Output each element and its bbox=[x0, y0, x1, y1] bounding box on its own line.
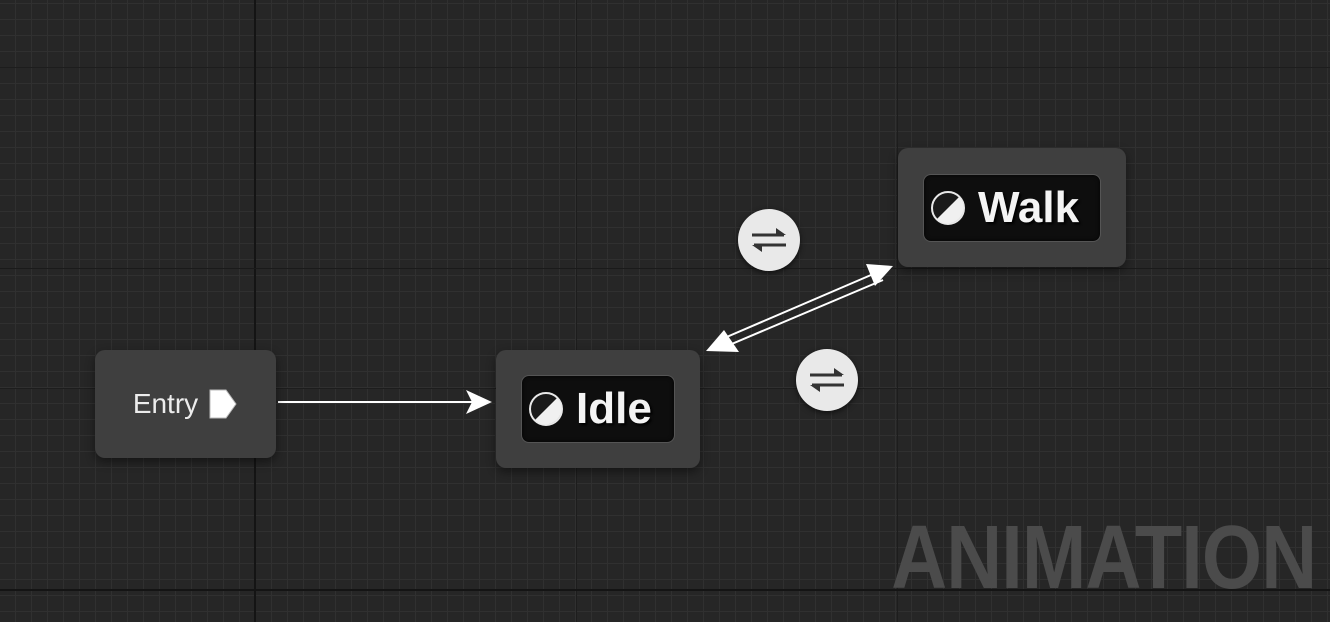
entry-node[interactable]: Entry bbox=[95, 350, 276, 458]
state-half-circle-icon bbox=[931, 190, 965, 225]
entry-node-label: Entry bbox=[132, 388, 199, 419]
graph-type-watermark: ANIMATION bbox=[890, 508, 1317, 608]
walk-to-idle-arrowhead bbox=[706, 330, 739, 352]
entry-to-idle-arrowhead bbox=[466, 390, 492, 414]
state-node-idle[interactable]: Idle bbox=[496, 350, 700, 468]
state-half-circle-icon bbox=[529, 392, 563, 426]
transition-rule-idle-to-walk[interactable] bbox=[738, 209, 800, 271]
grid-line bbox=[0, 67, 1330, 68]
state-label: Idle bbox=[576, 384, 652, 433]
grid-axis-vertical bbox=[254, 0, 256, 622]
state-title-bar[interactable]: Walk bbox=[923, 173, 1101, 242]
idle-to-walk-wire[interactable] bbox=[721, 271, 879, 340]
walk-to-idle-wire[interactable] bbox=[726, 279, 884, 347]
state-title-bar[interactable]: Idle bbox=[521, 375, 675, 443]
state-node-walk[interactable]: Walk bbox=[898, 148, 1126, 267]
state-label: Walk bbox=[978, 182, 1080, 232]
grid-line bbox=[897, 0, 898, 622]
transition-rule-walk-to-idle[interactable] bbox=[796, 349, 858, 411]
grid-axis-horizontal bbox=[0, 268, 1330, 269]
grid-axis-horizontal bbox=[0, 589, 1330, 591]
grid-line bbox=[576, 0, 577, 622]
exec-pin-icon[interactable] bbox=[208, 387, 238, 421]
idle-to-walk-arrowhead bbox=[866, 264, 893, 286]
transition-arrows-icon bbox=[752, 228, 786, 252]
transition-arrows-icon bbox=[810, 368, 844, 392]
